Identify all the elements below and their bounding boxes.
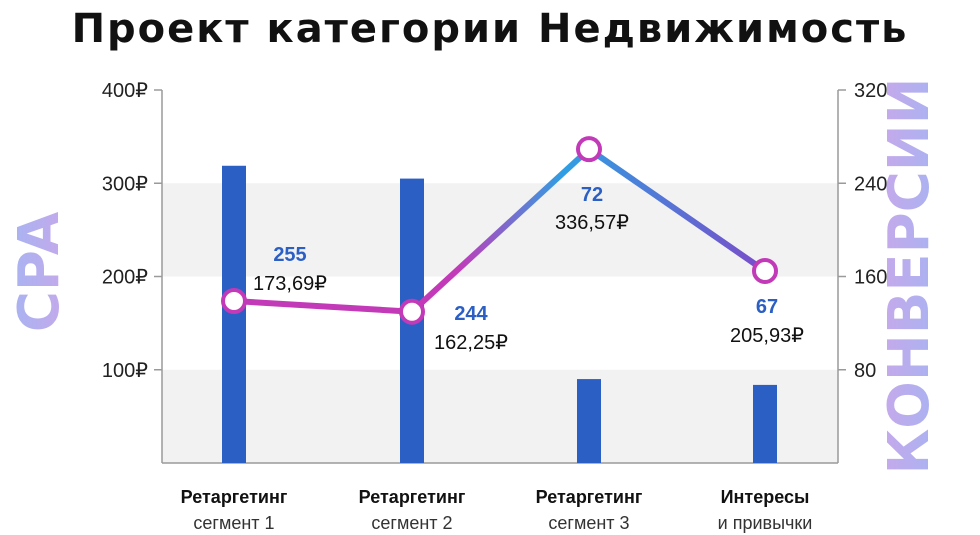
category-label: Ретаргетинг bbox=[536, 487, 643, 507]
right-tick-label: 240 bbox=[854, 173, 887, 195]
right-tick-label: 160 bbox=[854, 267, 887, 289]
conversion-data-label: 244 bbox=[454, 303, 488, 325]
cpa-point bbox=[752, 257, 778, 284]
conversion-bar bbox=[222, 165, 246, 463]
left-tick-label: 300₽ bbox=[102, 173, 148, 195]
conversion-bar bbox=[753, 384, 777, 463]
left-axis-title: CPA bbox=[7, 211, 72, 332]
chart-title: Проект категории Недвижимость bbox=[71, 6, 909, 52]
conversion-data-label: 67 bbox=[756, 296, 778, 318]
category-label: Ретаргетинг bbox=[181, 487, 288, 507]
category-sublabel: сегмент 2 bbox=[371, 513, 452, 533]
right-tick-label: 80 bbox=[854, 360, 876, 382]
right-tick-label: 320 bbox=[854, 80, 887, 102]
category-label: Ретаргетинг bbox=[359, 487, 466, 507]
grid-band bbox=[162, 369, 838, 463]
cpa-point bbox=[576, 136, 602, 163]
category-sublabel: сегмент 1 bbox=[193, 513, 274, 533]
cpa-data-label: 336,57₽ bbox=[555, 212, 629, 234]
left-tick-label: 400₽ bbox=[102, 80, 148, 102]
cpa-data-label: 173,69₽ bbox=[253, 273, 327, 295]
conversion-bar bbox=[577, 379, 601, 463]
left-tick-label: 200₽ bbox=[102, 267, 148, 289]
cpa-data-label: 162,25₽ bbox=[434, 332, 508, 354]
conversion-data-label: 72 bbox=[581, 184, 603, 206]
right-axis-title: КОНВЕРСИИ bbox=[877, 77, 942, 474]
cpa-point bbox=[221, 288, 247, 315]
category-sublabel: сегмент 3 bbox=[548, 513, 629, 533]
cpa-line bbox=[233, 146, 767, 315]
cpa-data-label: 205,93₽ bbox=[730, 325, 804, 347]
left-tick-label: 100₽ bbox=[102, 360, 148, 382]
cpa-point bbox=[399, 298, 425, 325]
category-label: Интересы bbox=[721, 487, 810, 507]
category-sublabel: и привычки bbox=[718, 513, 813, 533]
conversion-data-label: 255 bbox=[273, 244, 306, 266]
